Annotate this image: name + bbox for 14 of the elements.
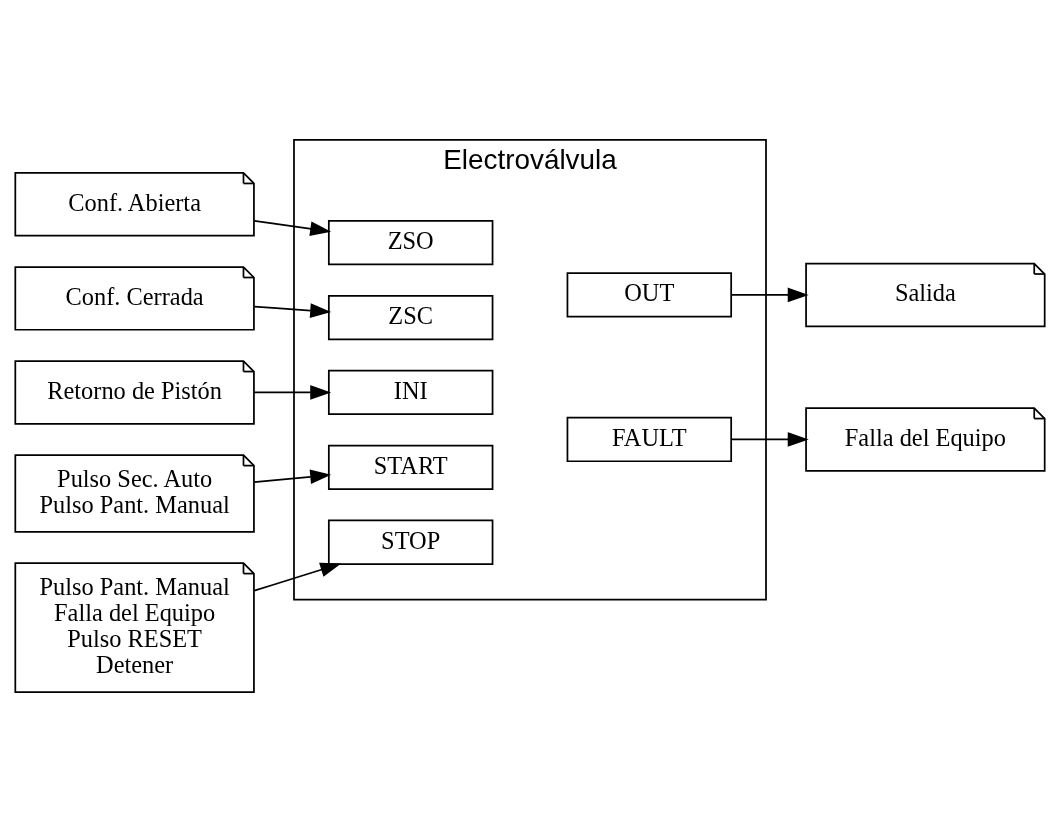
arrow (730, 287, 809, 302)
arrow (253, 562, 342, 591)
node-box: STOP (327, 519, 494, 565)
arrow (253, 469, 332, 484)
arrow (730, 431, 809, 447)
node-box: START (327, 444, 494, 490)
arrow (253, 219, 332, 236)
node-box: OUT (566, 271, 733, 318)
arrow (253, 302, 332, 318)
node-box: FAULT (566, 416, 733, 462)
node-box: ZSC (327, 294, 494, 340)
node-box: ZSO (327, 219, 494, 265)
arrow (253, 384, 332, 400)
node-box: INI (327, 369, 494, 415)
